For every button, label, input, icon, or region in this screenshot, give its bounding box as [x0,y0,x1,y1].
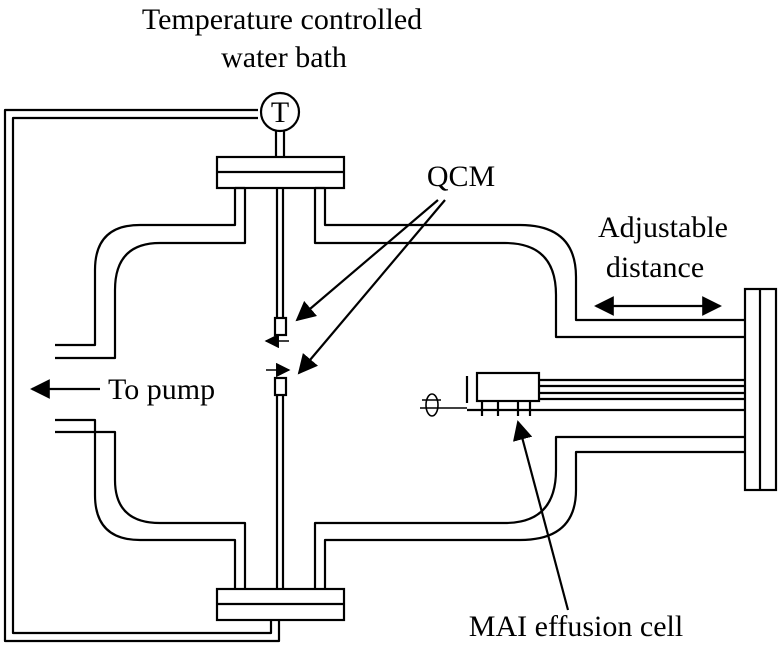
qcm-arrow-top [295,199,439,322]
qcm-sensor-bottom [273,376,288,397]
qcm-label: QCM [427,160,495,193]
adjustable-label-line2: distance [606,251,704,284]
annotation-arrows [30,199,722,611]
effusion-arrow [513,420,570,611]
effusion-cell-body [475,371,541,403]
rotation-icon [425,393,439,417]
bottom-flange [215,587,346,622]
thermometer-circle [259,91,301,133]
right-flange [743,287,778,492]
pump-label: To pump [108,373,215,406]
chamber-walls [55,186,745,589]
effusion-label: MAI effusion cell [469,610,683,643]
thermometer: T [259,91,301,133]
adjustable-label-line1: Adjustable [598,211,728,244]
bath-label-line2: water bath [221,41,347,74]
top-flange [215,131,346,190]
bath-label-line1: Temperature controlled [142,3,422,36]
effusion-cell [420,371,745,417]
qcm-sensor-top [273,316,288,337]
qcm-arrow-bottom [297,199,446,375]
qcm-assembly [264,188,291,589]
thermometer-label: T [271,96,289,129]
water-loop [3,108,281,643]
